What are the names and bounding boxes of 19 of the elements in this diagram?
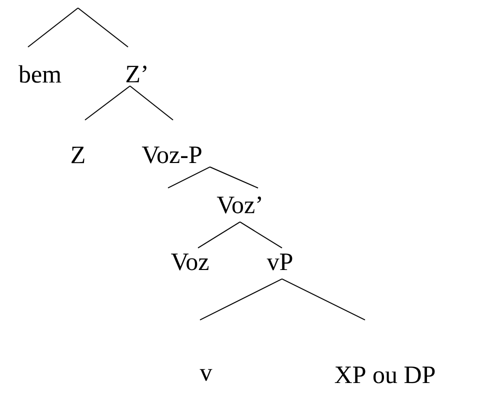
tree-branch <box>210 166 258 188</box>
tree-label: Z <box>72 146 84 164</box>
tree-branch <box>198 221 240 248</box>
tree-label: Voz’ <box>216 196 261 214</box>
tree-label: XP ou DP <box>334 366 435 384</box>
tree-label: vP <box>266 254 292 270</box>
tree-branch <box>78 8 128 48</box>
tree-branch <box>200 278 282 320</box>
tree-branch <box>240 221 282 248</box>
tree-branch <box>168 166 210 188</box>
tree-label: bem <box>18 65 62 83</box>
tree-label: Z’ <box>126 66 146 82</box>
tree-label: Voz-P <box>142 146 202 164</box>
tree-branch <box>130 86 174 120</box>
tree-label: Voz <box>171 254 209 270</box>
tree-branch <box>28 8 78 48</box>
tree-branch <box>84 86 130 120</box>
tree-branch <box>282 278 366 320</box>
tree-label: v <box>200 369 212 381</box>
